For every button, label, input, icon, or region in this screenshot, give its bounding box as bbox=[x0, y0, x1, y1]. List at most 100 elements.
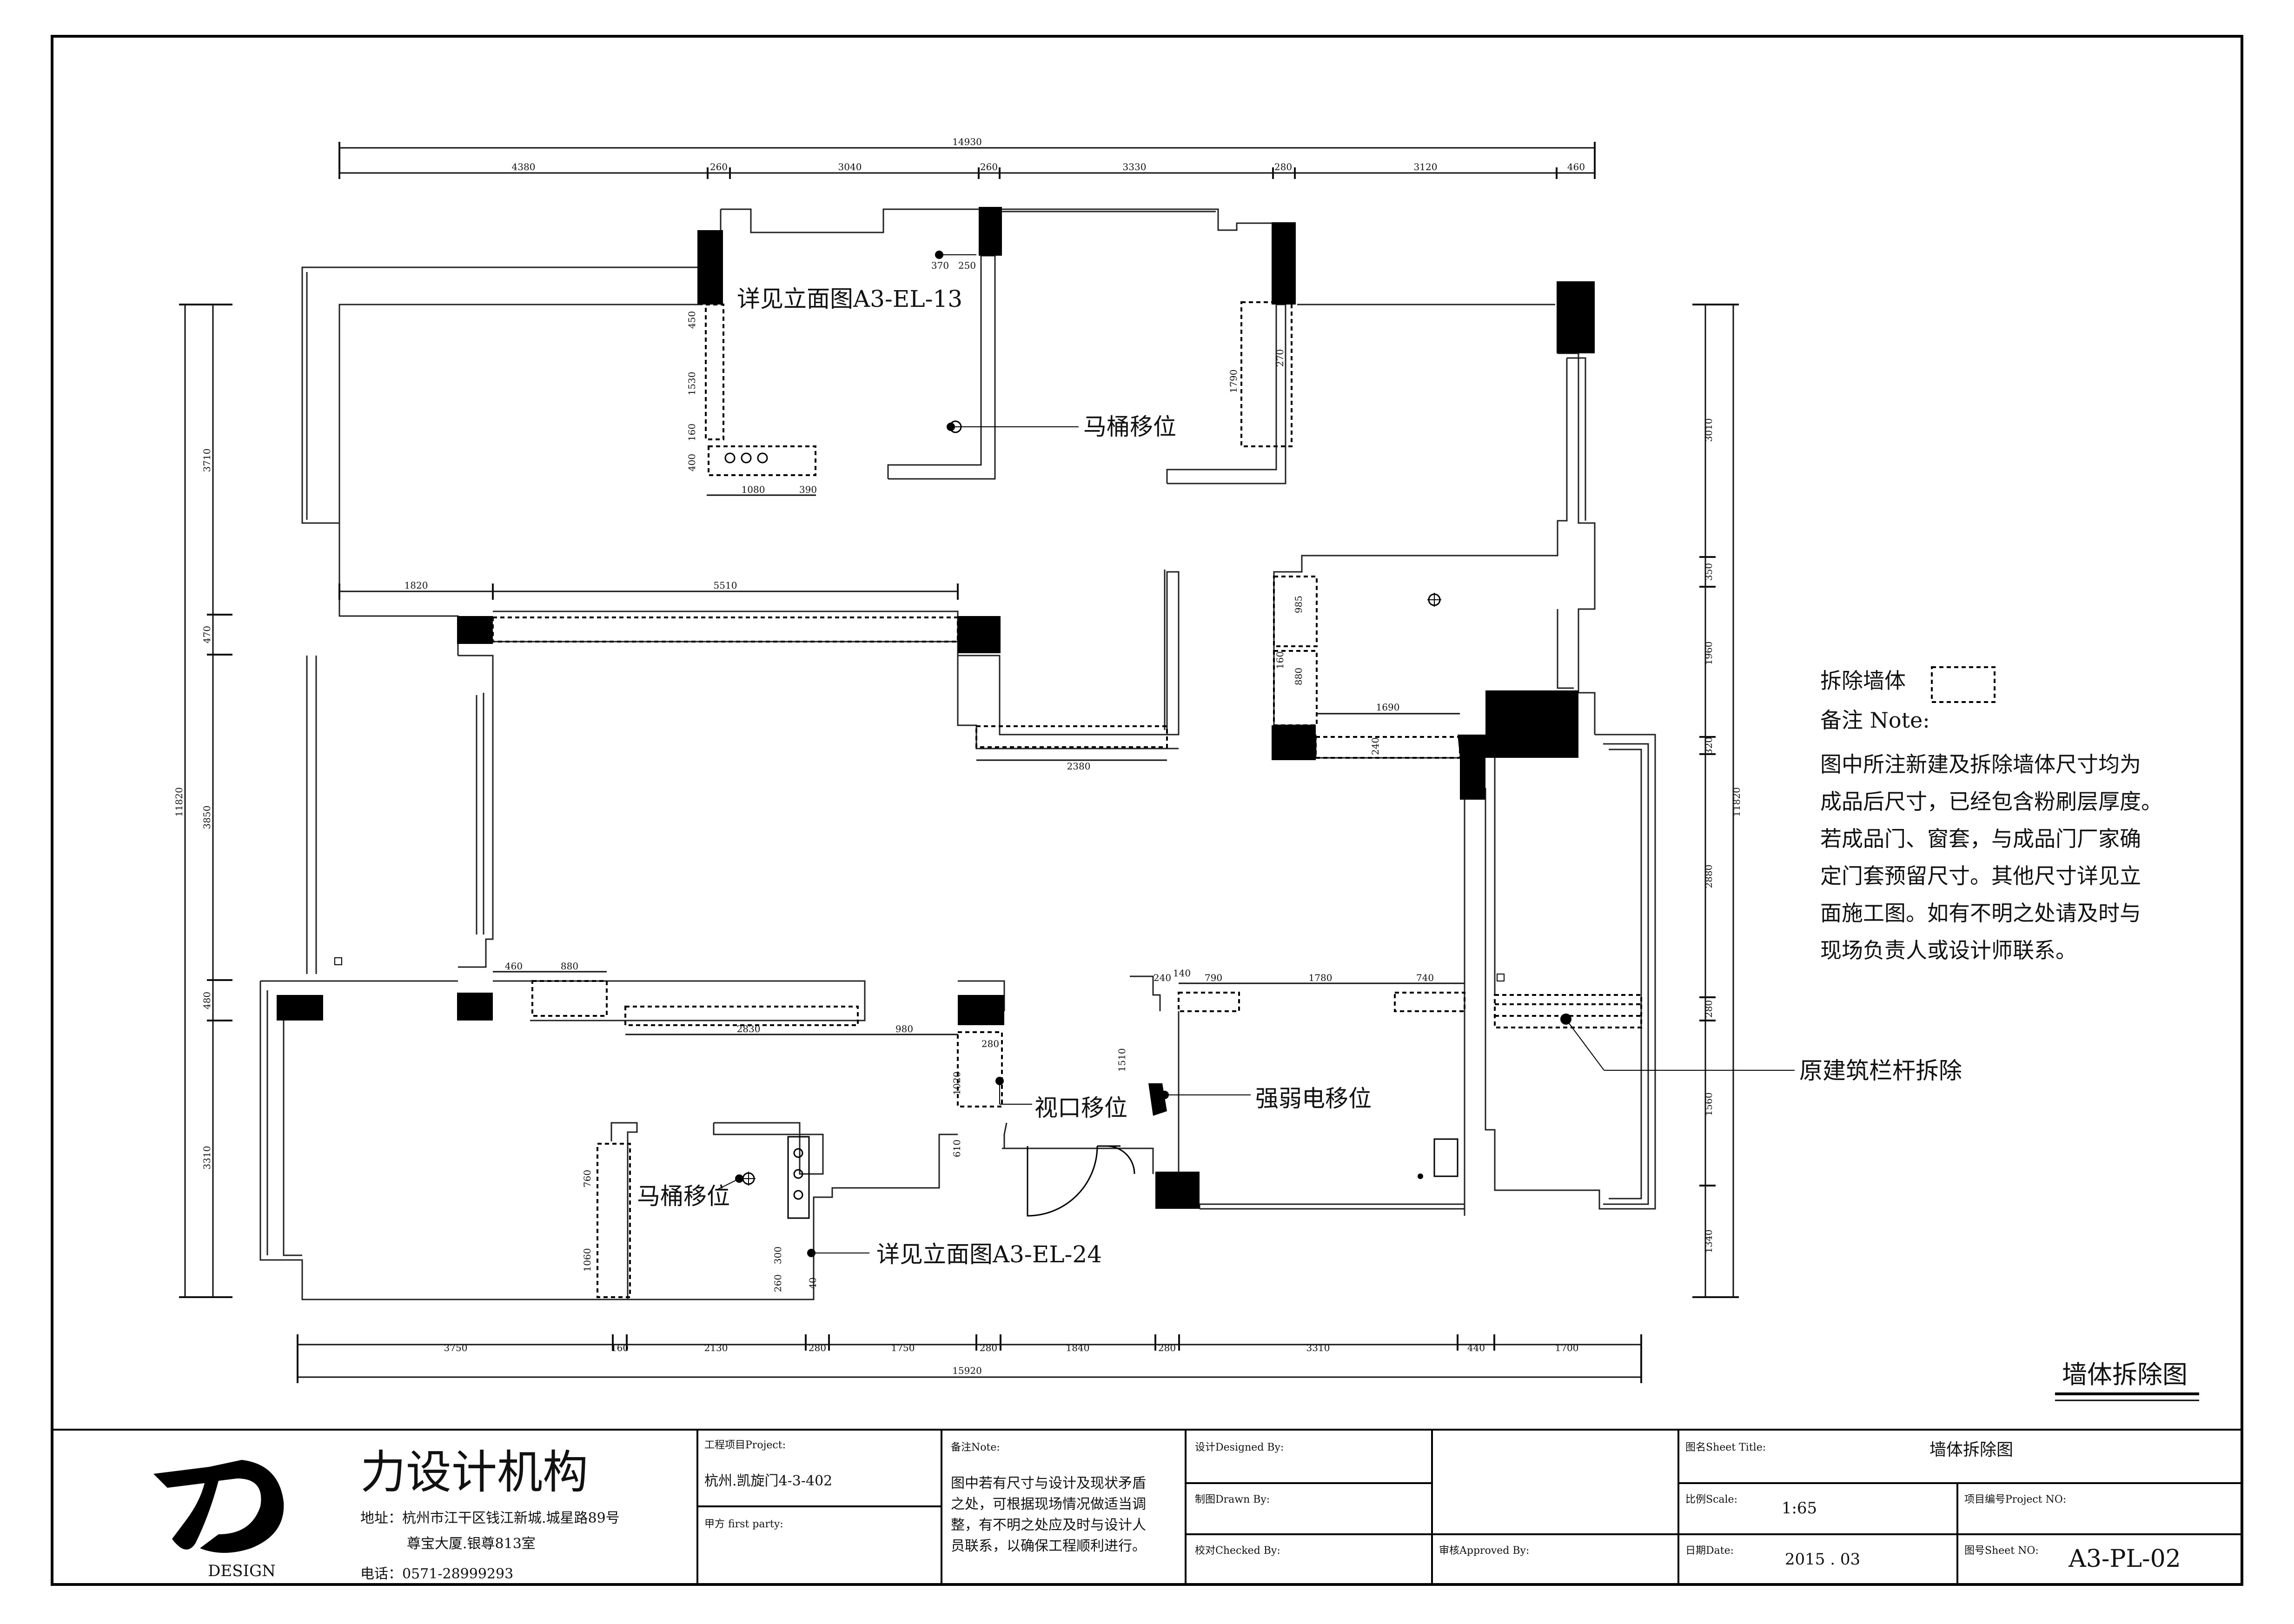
sheet-title-label: 墙体拆除图 bbox=[2062, 1360, 2188, 1389]
dim-inner-270: 270 bbox=[1274, 349, 1286, 367]
label-detail-bottom: 详见立面图A3-EL-24 bbox=[876, 1241, 1102, 1268]
label-view-shift: 视口移位 bbox=[1034, 1094, 1127, 1121]
project-value: 杭州.凯旋门4-3-402 bbox=[704, 1473, 832, 1489]
dim-inner-1790: 1790 bbox=[1228, 370, 1239, 393]
dim-inner-790: 790 bbox=[1205, 972, 1222, 983]
dim-inner-1080: 1080 bbox=[742, 484, 765, 495]
label-railing-remove: 原建筑栏杆拆除 bbox=[1799, 1057, 1962, 1084]
dim-inner-985: 985 bbox=[1293, 596, 1304, 613]
dim-left-total: 11820 bbox=[173, 787, 185, 817]
inner-dimensions: 1820 5510 450 1530 160 400 1080 390 370 … bbox=[338, 260, 1465, 1292]
dim-inner-1060: 1060 bbox=[582, 1248, 593, 1272]
dim-inner-240: 240 bbox=[1370, 737, 1381, 755]
dim-inner-450: 450 bbox=[686, 311, 697, 329]
dim-top-4: 260 bbox=[980, 161, 998, 172]
dim-bottom-6: 280 bbox=[980, 1342, 997, 1353]
title-block: DESIGN 力设计机构 地址：杭州市江干区钱江新城.城星路89号 尊宝大厦.银… bbox=[52, 1429, 2242, 1584]
legend-note-line-5: 面施工图。如有不明之处请及时与 bbox=[1820, 901, 2141, 926]
dim-right-4: 320 bbox=[1703, 737, 1714, 755]
dim-left-2: 470 bbox=[201, 626, 212, 643]
dim-inner-740: 740 bbox=[1416, 972, 1434, 983]
dim-left-3: 3850 bbox=[201, 806, 212, 829]
scale-value: 1:65 bbox=[1782, 1499, 1817, 1518]
dim-inner-390: 390 bbox=[799, 484, 817, 495]
dim-bottom-1: 3750 bbox=[444, 1342, 468, 1353]
legend-demolish-label: 拆除墙体 bbox=[1820, 668, 1906, 693]
company-address-1: 地址：杭州市江干区钱江新城.城星路89号 bbox=[360, 1510, 620, 1526]
project-no-label: 项目编号Project NO: bbox=[1964, 1494, 2066, 1505]
dim-bottom-9: 3310 bbox=[1306, 1342, 1330, 1353]
dim-inner-880: 880 bbox=[1293, 668, 1304, 685]
dim-inner-140: 140 bbox=[1173, 968, 1191, 979]
legend-note-title: 备注 Note: bbox=[1820, 708, 1930, 733]
legend-demolish-swatch bbox=[1931, 666, 1996, 703]
walls bbox=[259, 208, 1656, 1300]
demolish-walls bbox=[492, 301, 1642, 1298]
dim-inner-1780: 1780 bbox=[1309, 972, 1333, 983]
sheet-no-label: 图号Sheet NO: bbox=[1964, 1545, 2039, 1557]
dimensions-bottom: 15920 3750 160 2130 280 1750 280 1840 28… bbox=[297, 1334, 1642, 1383]
dim-left-1: 3710 bbox=[201, 449, 212, 472]
dim-inner-880b: 880 bbox=[561, 961, 578, 972]
sheet-title-block-label: 图名Sheet Title: bbox=[1685, 1442, 1766, 1453]
project-label: 工程项目Project: bbox=[704, 1439, 786, 1451]
dim-bottom-4: 280 bbox=[809, 1342, 826, 1353]
dim-inner-1530: 1530 bbox=[686, 372, 697, 396]
dimensions-left: 11820 3710 470 3850 480 3310 bbox=[173, 304, 232, 1298]
dim-inner-160b: 160 bbox=[1274, 651, 1286, 669]
dim-inner-1690: 1690 bbox=[1376, 702, 1400, 713]
note-line-4: 员联系，以确保工程顺利进行。 bbox=[951, 1538, 1146, 1554]
dim-inner-250: 250 bbox=[958, 260, 976, 271]
dim-inner-760: 760 bbox=[582, 1170, 593, 1187]
dimensions-top: 14930 4380 260 3040 260 3330 280 3120 46… bbox=[338, 136, 1596, 179]
dim-bottom-8: 280 bbox=[1158, 1342, 1176, 1353]
dim-right-total: 11820 bbox=[1731, 787, 1742, 817]
dim-bottom-10: 440 bbox=[1467, 1342, 1485, 1353]
plan-labels: 详见立面图A3-EL-13 马桶移位 视口移位 强弱电移位 马桶移位 详见立面图… bbox=[637, 285, 1962, 1268]
dim-left-4: 480 bbox=[201, 992, 212, 1009]
dim-inner-260: 260 bbox=[772, 1274, 783, 1292]
legend: 拆除墙体 备注 Note: 图中所注新建及拆除墙体尺寸均为 成品后尺寸，已经包含… bbox=[1820, 666, 2162, 963]
label-toilet-top: 马桶移位 bbox=[1083, 413, 1176, 440]
designed-label: 设计Designed By: bbox=[1195, 1442, 1284, 1453]
sheet-title-block-value: 墙体拆除图 bbox=[1929, 1440, 2013, 1459]
dim-inner-5510: 5510 bbox=[714, 580, 737, 591]
dim-top-total: 14930 bbox=[952, 136, 982, 147]
checked-label: 校对Checked By: bbox=[1195, 1545, 1280, 1557]
dim-inner-370: 370 bbox=[931, 260, 949, 271]
logo-text: DESIGN bbox=[208, 1562, 276, 1580]
dim-top-6: 280 bbox=[1274, 161, 1292, 172]
dimensions-right: 11820 3010 350 1960 320 2880 280 1560 13… bbox=[1692, 304, 1742, 1298]
dim-right-5: 2880 bbox=[1703, 865, 1714, 888]
scale-label: 比例Scale: bbox=[1685, 1494, 1737, 1505]
note-line-2: 之处，可根据现场情况做适当调 bbox=[951, 1496, 1146, 1512]
dim-left-5: 3310 bbox=[201, 1146, 212, 1170]
label-detail-top: 详见立面图A3-EL-13 bbox=[737, 285, 962, 312]
dim-right-3: 1960 bbox=[1703, 642, 1714, 665]
note-line-1: 图中若有尺寸与设计及现状矛盾 bbox=[951, 1475, 1146, 1491]
company-phone: 电话：0571-28999293 bbox=[360, 1566, 513, 1582]
company-name: 力设计机构 bbox=[360, 1446, 588, 1499]
dim-inner-1510: 1510 bbox=[1116, 1048, 1127, 1072]
dim-right-7: 1560 bbox=[1703, 1093, 1714, 1116]
dim-right-1: 3010 bbox=[1703, 418, 1714, 442]
dim-top-1: 4380 bbox=[512, 161, 536, 172]
dim-inner-300: 300 bbox=[772, 1246, 783, 1264]
note-line-3: 整，有不明之处应及时与设计人 bbox=[951, 1517, 1146, 1533]
dim-top-3: 3040 bbox=[838, 161, 862, 172]
dim-top-5: 3330 bbox=[1123, 161, 1147, 172]
dim-inner-1020: 1020 bbox=[951, 1072, 962, 1095]
legend-note-line-4: 定门套预留尺寸。其他尺寸详见立 bbox=[1820, 863, 2141, 888]
legend-note-line-3: 若成品门、窗套，与成品门厂家确 bbox=[1820, 826, 2141, 851]
dim-inner-460: 460 bbox=[505, 961, 523, 972]
party-label: 甲方 first party: bbox=[704, 1518, 783, 1530]
dim-right-8: 1340 bbox=[1703, 1230, 1714, 1253]
company-logo: DESIGN bbox=[153, 1460, 284, 1580]
company-address-2: 尊宝大厦.银尊813室 bbox=[407, 1536, 536, 1552]
legend-note-line-1: 图中所注新建及拆除墙体尺寸均为 bbox=[1820, 752, 2141, 777]
dim-inner-2380: 2380 bbox=[1067, 761, 1091, 772]
dim-inner-40: 40 bbox=[807, 1277, 818, 1289]
label-toilet-bottom: 马桶移位 bbox=[637, 1183, 730, 1210]
drawn-label: 制图Drawn By: bbox=[1195, 1494, 1270, 1505]
